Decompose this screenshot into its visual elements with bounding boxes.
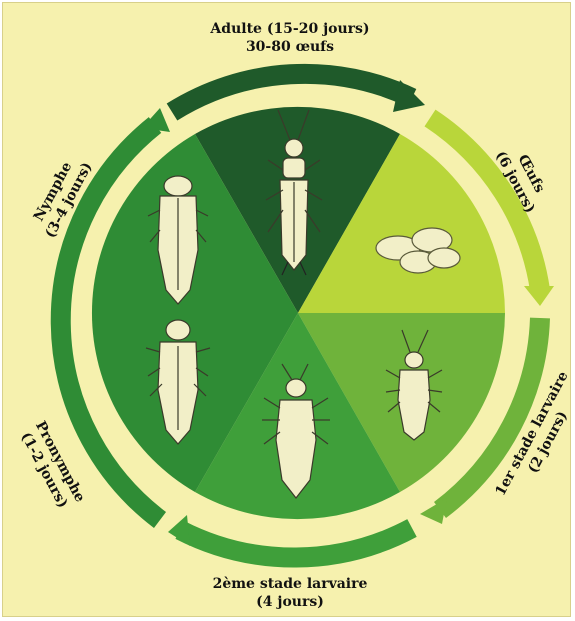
larva1-to-larva2-arrowhead	[420, 498, 447, 524]
label-larva2: 2ème stade larvaire (4 jours)	[195, 575, 385, 611]
label-larva2-line1: 2ème stade larvaire	[195, 575, 385, 593]
label-adult: Adulte (15-20 jours) 30-80 œufs	[200, 20, 380, 56]
label-adult-line1: Adulte (15-20 jours)	[200, 20, 380, 38]
label-larva2-line2: (4 jours)	[195, 593, 385, 611]
label-adult-line2: 30-80 œufs	[200, 38, 380, 56]
adult-to-eggs-arrow	[172, 74, 412, 112]
larva2-to-prepupa-arrow	[180, 528, 412, 558]
eggs-to-larva1-arrowhead	[524, 286, 554, 306]
larva2-to-prepupa-arrowhead	[168, 515, 190, 546]
